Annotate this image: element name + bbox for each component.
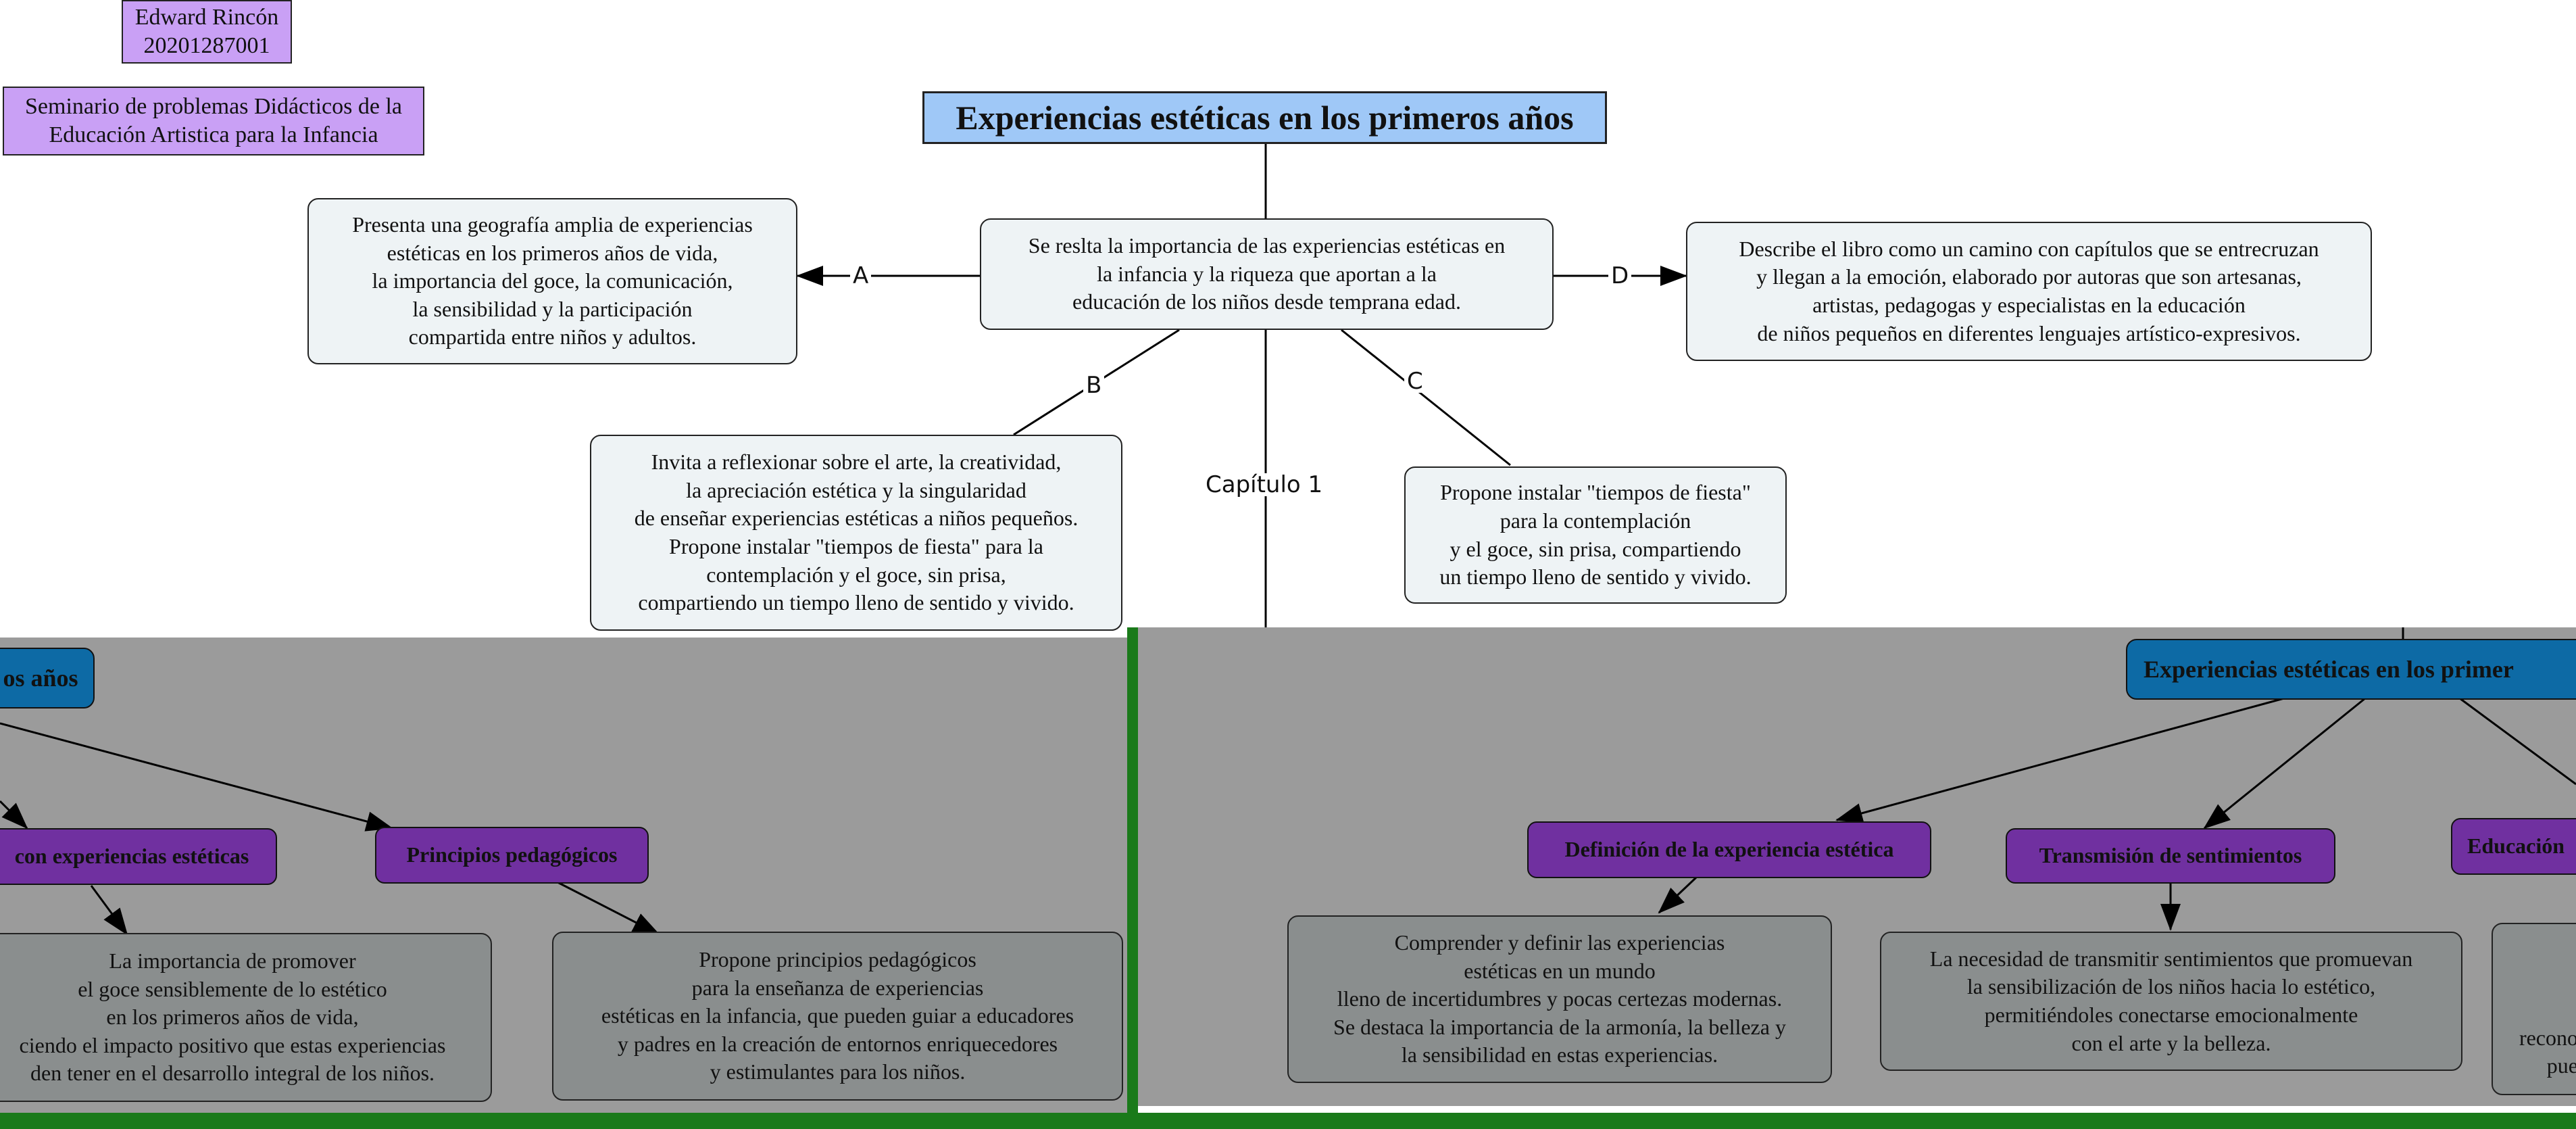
right-panel-title: Experiencias estéticas en los primer [2126, 639, 2576, 700]
right-desc-transmission: La necesidad de transmitir sentimientos … [1880, 932, 2462, 1071]
author-name: Edward Rincón [134, 4, 279, 30]
link-label-b: B [1083, 374, 1105, 397]
panel-bottom-border [0, 1113, 2576, 1129]
right-desc-education: recono pue [2492, 923, 2576, 1095]
panel-divider [1127, 627, 1138, 1119]
branch-a-node: Presenta una geografía amplia de experie… [307, 198, 797, 364]
center-node: Se reslta la importancia de las experien… [980, 218, 1554, 330]
left-panel-title: os años [0, 648, 95, 708]
right-topic-definition: Definición de la experiencia estética [1527, 821, 1931, 878]
left-topic-aesthetic: con experiencias estéticas [0, 828, 277, 885]
link-label-d: D [1608, 264, 1632, 287]
author-id: 20201287001 [143, 33, 270, 58]
main-title: Experiencias estéticas en los primeros a… [922, 91, 1607, 144]
branch-d-node: Describe el libro como un camino con cap… [1686, 222, 2372, 361]
branch-b-node: Invita a reflexionar sobre el arte, la c… [590, 435, 1122, 631]
right-topic-transmission: Transmisión de sentimientos [2006, 828, 2335, 884]
link-label-a: A [850, 264, 872, 287]
link-label-chapter: Capítulo 1 [1203, 473, 1326, 496]
branch-c-node: Propone instalar "tiempos de fiesta" par… [1404, 466, 1787, 604]
right-desc-definition: Comprender y definir las experiencias es… [1287, 915, 1832, 1083]
link-label-c: C [1404, 370, 1426, 393]
left-topic-principles: Principios pedagógicos [375, 827, 649, 884]
author-box: Edward Rincón 20201287001 [122, 0, 292, 64]
right-topic-education: Educación [2451, 818, 2576, 875]
left-desc-importance: La importancia de promover el goce sensi… [0, 933, 492, 1102]
left-desc-principles: Propone principios pedagógicos para la e… [552, 932, 1123, 1101]
course-box: Seminario de problemas Didácticos de la … [3, 87, 424, 155]
